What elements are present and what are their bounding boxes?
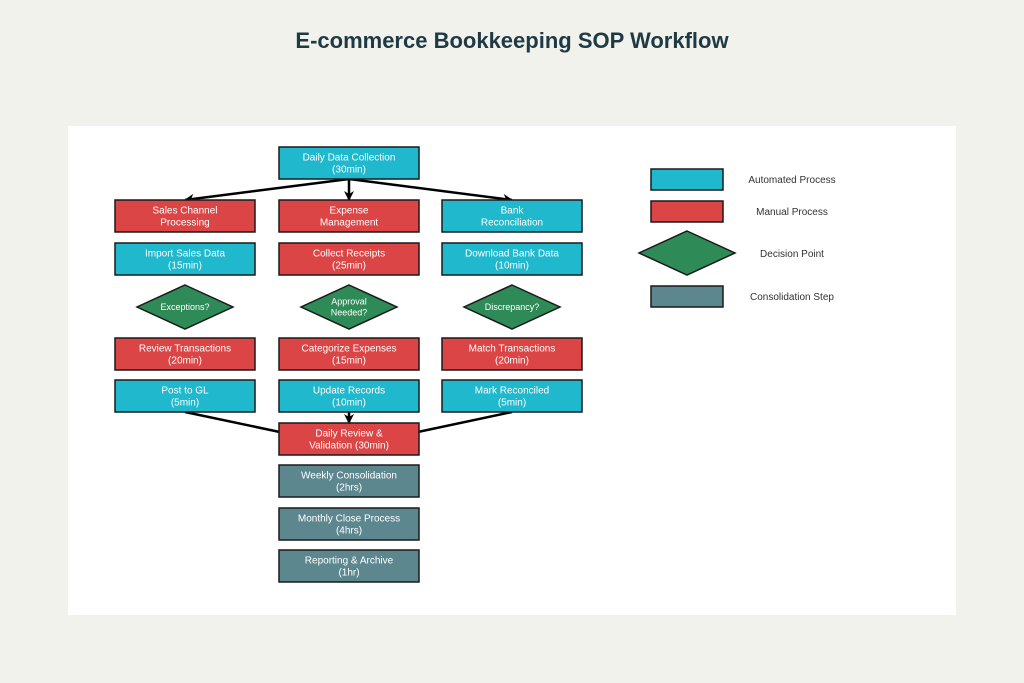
- node-monthly-close-process: Monthly Close Process(4hrs): [278, 507, 420, 541]
- legend-item-decision: Decision Point: [637, 230, 824, 276]
- node-label-line: (20min): [495, 356, 529, 367]
- node-reporting-archive: Reporting & Archive(1hr): [278, 549, 420, 583]
- manual-box: [114, 337, 256, 371]
- node-label-line: Bank: [501, 206, 525, 217]
- legend-item-consolidation: Consolidation Step: [650, 285, 834, 308]
- consolidation-box: [278, 507, 420, 541]
- node-label-line: (2hrs): [336, 483, 362, 494]
- node-label-line: Review Transactions: [139, 344, 231, 355]
- diagram-canvas: Daily Data Collection(30min) Sales Channe…: [68, 126, 956, 615]
- node-label-line: Reconciliation: [481, 218, 543, 229]
- decision-diamond: [135, 284, 235, 330]
- node-daily-review-validation: Daily Review &Validation (30min): [278, 422, 420, 456]
- legend-label: Manual Process: [756, 207, 828, 218]
- automated-box: [441, 199, 583, 233]
- node-label-line: (30min): [332, 165, 366, 176]
- node-collect-receipts: Collect Receipts(25min): [278, 242, 420, 276]
- node-label-line: Needed?: [331, 308, 368, 318]
- node-label-line: Import Sales Data: [145, 249, 225, 260]
- node-label-line: Approval: [331, 297, 367, 307]
- decision-diamond: [299, 284, 399, 330]
- manual-box: [278, 199, 420, 233]
- node-label-line: Collect Receipts: [313, 249, 385, 260]
- node-label-line: Mark Reconciled: [475, 386, 549, 397]
- legend-swatch: [650, 200, 724, 223]
- node-import-sales-data: Import Sales Data(15min): [114, 242, 256, 276]
- manual-box: [278, 242, 420, 276]
- node-mark-reconciled: Mark Reconciled(5min): [441, 379, 583, 413]
- node-label-line: Categorize Expenses: [301, 344, 396, 355]
- automated-box: [278, 379, 420, 413]
- node-discrepancy-decision: Discrepancy?: [462, 284, 562, 330]
- node-label-line: (10min): [495, 261, 529, 272]
- legend-item-automated: Automated Process: [650, 168, 836, 191]
- node-label-line: Validation (30min): [309, 441, 389, 452]
- node-label-line: (1hr): [338, 568, 359, 579]
- node-label-line: Post to GL: [161, 386, 209, 397]
- node-daily-data-collection: Daily Data Collection(30min): [278, 146, 420, 180]
- node-label-line: (15min): [168, 261, 202, 272]
- node-label-line: Reporting & Archive: [305, 556, 394, 567]
- workflow-diagram: Daily Data Collection(30min) Sales Channe…: [114, 146, 836, 583]
- manual-box: [114, 199, 256, 233]
- decision-diamond: [462, 284, 562, 330]
- manual-box: [278, 422, 420, 456]
- node-label-line: Monthly Close Process: [298, 514, 400, 525]
- legend-swatch: [650, 285, 724, 308]
- node-download-bank-data: Download Bank Data(10min): [441, 242, 583, 276]
- node-label-line: (25min): [332, 261, 366, 272]
- legend-label: Consolidation Step: [750, 292, 834, 303]
- node-update-records: Update Records(10min): [278, 379, 420, 413]
- automated-box: [278, 146, 420, 180]
- manual-box: [278, 337, 420, 371]
- node-post-to-gl: Post to GL(5min): [114, 379, 256, 413]
- node-label-line: (5min): [498, 398, 526, 409]
- node-label-line: Sales Channel: [152, 206, 217, 217]
- node-match-transactions: Match Transactions(20min): [441, 337, 583, 371]
- node-label-line: Daily Review &: [315, 429, 383, 440]
- node-label-line: Daily Data Collection: [303, 153, 396, 164]
- edge-daily-data-collection-to-sales-channel-processing: [184, 177, 350, 204]
- node-label-line: Exceptions?: [160, 302, 209, 312]
- automated-box: [441, 379, 583, 413]
- node-categorize-expenses: Categorize Expenses(15min): [278, 337, 420, 371]
- automated-box: [114, 379, 256, 413]
- diagram-title: E-commerce Bookkeeping SOP Workflow: [295, 28, 729, 53]
- legend-label: Automated Process: [748, 175, 835, 186]
- node-label-line: Discrepancy?: [485, 302, 540, 312]
- node-label-line: Management: [320, 218, 379, 229]
- edge-daily-data-collection-to-bank-reconciliation: [348, 177, 513, 204]
- consolidation-box: [278, 464, 420, 498]
- legend-swatch: [650, 168, 724, 191]
- node-label-line: Download Bank Data: [465, 249, 559, 260]
- node-label-line: Match Transactions: [469, 344, 556, 355]
- node-label-line: Weekly Consolidation: [301, 471, 397, 482]
- automated-box: [114, 242, 256, 276]
- node-label-line: (10min): [332, 398, 366, 409]
- consolidation-box: [278, 549, 420, 583]
- node-label-line: Expense: [330, 206, 369, 217]
- automated-box: [441, 242, 583, 276]
- node-label-line: (5min): [171, 398, 199, 409]
- manual-box: [441, 337, 583, 371]
- node-label-line: (4hrs): [336, 526, 362, 537]
- nodes-layer: Daily Data Collection(30min) Sales Channe…: [114, 146, 583, 583]
- node-label-line: Processing: [160, 218, 209, 229]
- legend-swatch: [637, 230, 737, 276]
- node-label-line: Update Records: [313, 386, 385, 397]
- node-weekly-consolidation: Weekly Consolidation(2hrs): [278, 464, 420, 498]
- node-review-transactions: Review Transactions(20min): [114, 337, 256, 371]
- node-label-line: (20min): [168, 356, 202, 367]
- legend-item-manual: Manual Process: [650, 200, 828, 223]
- node-label-line: (15min): [332, 356, 366, 367]
- legend-label: Decision Point: [760, 249, 824, 260]
- node-exceptions-decision: Exceptions?: [135, 284, 235, 330]
